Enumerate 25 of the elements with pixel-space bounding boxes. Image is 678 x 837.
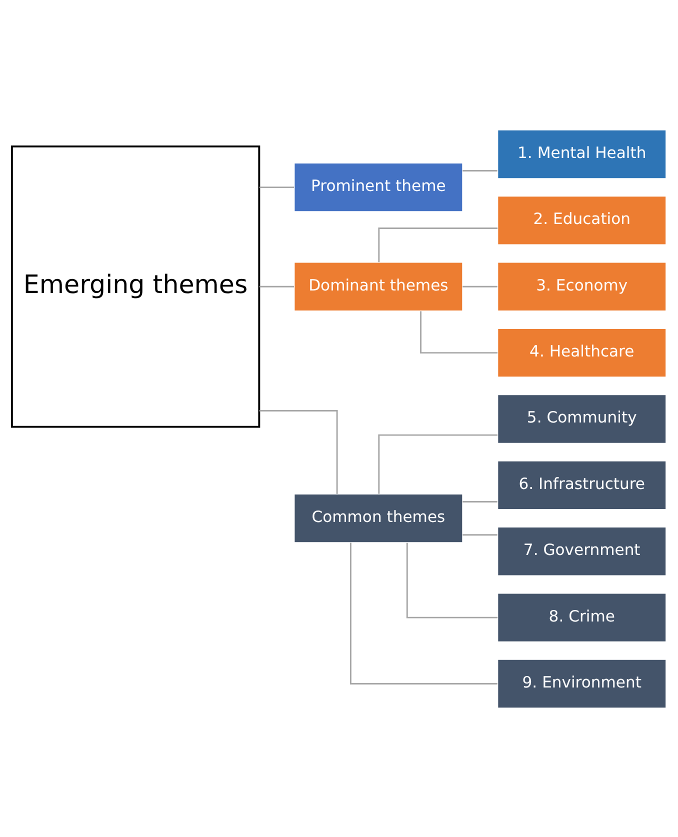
- node-box: 9. Environment: [497, 658, 667, 708]
- connector: [462, 500, 498, 502]
- node-box: Dominant themes: [294, 261, 464, 311]
- connector: [259, 410, 338, 494]
- node-box: 8. Crime: [497, 592, 667, 642]
- connector: [350, 542, 498, 684]
- connector: [462, 534, 498, 536]
- connector: [259, 186, 294, 188]
- node-box: Common themes: [294, 492, 464, 543]
- node-box: 5. Community: [497, 394, 667, 444]
- node-box: 7. Government: [497, 526, 667, 576]
- connector: [462, 170, 498, 171]
- connector: [406, 542, 498, 618]
- connector: [462, 285, 498, 287]
- connector: [259, 285, 294, 287]
- node-box: 4. Healthcare: [497, 327, 667, 378]
- node-box: Prominent theme: [294, 162, 464, 212]
- node-box: 2. Education: [497, 195, 667, 245]
- connector: [378, 434, 498, 494]
- node-box: 3. Economy: [497, 261, 667, 311]
- node-box: Emerging themes: [10, 144, 260, 428]
- node-box: 6. Infrastructure: [497, 460, 667, 510]
- connector: [378, 226, 498, 262]
- node-box: 1. Mental Health: [497, 128, 667, 179]
- connector: [420, 310, 498, 354]
